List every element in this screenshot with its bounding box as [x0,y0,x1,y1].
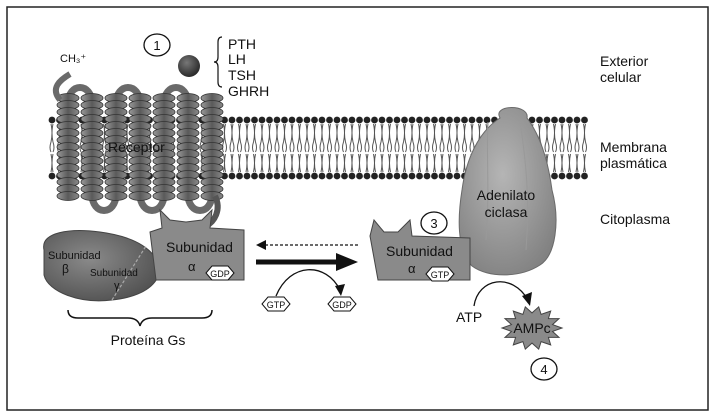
alpha-subunit-label-left: Subunidad [166,239,233,255]
receptor-label: Receptor [108,139,165,155]
alpha-symbol-left: α [188,259,196,274]
adenylate-cyclase-label-line2: ciclasa [485,204,528,220]
gs-protein-brace [67,309,213,327]
svg-text:GTP: GTP [267,300,286,310]
gdp-released: GDP [327,296,357,312]
region-exterior-line2: celular [600,69,642,85]
gtp-free: GTP [261,296,291,312]
hormone-ghrh: GHRH [228,83,269,99]
hormone-pth: PTH [228,36,256,52]
alpha-subunit-label-right: Subunidad [386,243,453,259]
atp-label: ATP [456,309,482,325]
atp-conversion-arrow [473,281,529,307]
activation-arrows [256,240,358,297]
adenylate-cyclase: Adenilato ciclasa [458,107,557,276]
camp-label: AMPc [513,320,550,336]
gdp-bound-label: GDP [210,269,230,279]
receptor: Receptor [52,71,224,229]
alpha-subunit-active: Subunidad α GTP [369,218,471,282]
region-exterior-line1: Exterior [600,53,649,69]
alpha-subunit-left [149,208,245,281]
adenylate-cyclase-label-line1: Adenilato [477,187,536,203]
alpha-symbol-right: α [408,261,416,276]
beta-symbol: β [62,262,69,276]
step-marker-4: 4 [530,357,558,381]
svg-text:GDP: GDP [332,300,352,310]
region-membrane-line1: Membrana [600,139,667,155]
step-marker-3: 3 [420,211,448,235]
hormone-tsh: TSH [228,67,256,83]
gamma-symbol: γ [114,280,120,292]
hormone-ion-label: CH₃⁺ [60,53,86,65]
beta-subunit-label: Subunidad [48,250,101,262]
gs-protein-caption: Proteína Gs [111,332,186,348]
region-cytoplasm: Citoplasma [600,211,670,227]
gamma-subunit-label: Subunidad [90,268,138,279]
gtp-bound-label: GTP [431,270,450,280]
gs-protein-inactive: Subunidad β Subunidad γ Subunidad α GDP [43,208,245,302]
svg-text:1: 1 [153,38,160,53]
svg-text:4: 4 [540,362,547,377]
hormone-brace [213,36,223,88]
beta-gamma-subunit [43,230,160,302]
camp-product: AMPc [500,306,564,350]
step-marker-1: 1 [143,33,171,57]
svg-text:3: 3 [430,216,437,231]
figure-frame [6,6,709,411]
hormone-lh: LH [228,51,246,67]
hormone-molecule [178,55,200,77]
region-membrane-line2: plasmática [600,155,667,171]
